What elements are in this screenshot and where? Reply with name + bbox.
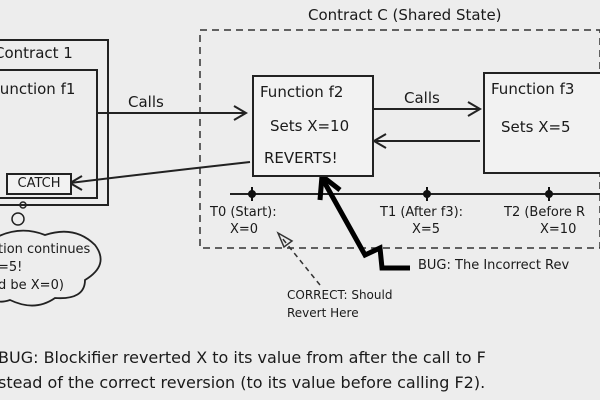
function-f1-title: Function f1 — [0, 80, 76, 98]
cloud-line-1: tion continues — [0, 242, 91, 257]
correct-note-line-1: CORRECT: Should — [287, 288, 393, 302]
f2-title: Function f2 — [260, 83, 344, 101]
timeline-t2-label: T2 (Before R — [504, 205, 586, 220]
bug-label: BUG: The Incorrect Rev — [418, 258, 570, 273]
function-f2-box: Function f2 Sets X=10 REVERTS! — [252, 75, 374, 177]
cloud-line-2: =5! — [0, 260, 23, 275]
catch-block: CATCH — [6, 173, 72, 195]
contract-1-box — [0, 39, 109, 206]
function-f3-box: Function f3 Sets X=5 — [483, 72, 600, 174]
f2-action: Sets X=10 — [270, 117, 350, 135]
calls-label-2: Calls — [404, 89, 440, 107]
f2-reverts: REVERTS! — [264, 149, 338, 167]
contract-c-boundary — [199, 29, 600, 249]
contract-1-title: Contract 1 — [0, 44, 73, 62]
timeline-t1-label: T1 (After f3): — [380, 205, 464, 220]
calls-label-1: Calls — [128, 93, 164, 111]
bug-lightning-arrow — [319, 176, 410, 271]
footer-line-2: stead of the correct reversion (to its v… — [0, 373, 486, 392]
timeline-t0-value: X=0 — [230, 222, 259, 237]
correct-note-line-2: Revert Here — [287, 306, 359, 320]
timeline-t0-label: T0 (Start): — [210, 205, 277, 220]
timeline-t2-value: X=10 — [540, 222, 577, 237]
f3-title: Function f3 — [491, 80, 575, 98]
timeline-t1-value: X=5 — [412, 222, 441, 237]
correct-dashed-arrow — [281, 237, 321, 286]
f3-action: Sets X=5 — [501, 118, 571, 136]
footer-line-1: BUG: Blockifier reverted X to its value … — [0, 348, 486, 367]
cloud-line-3: d be X=0) — [0, 278, 64, 293]
function-f1-box — [0, 69, 98, 199]
contract-c-title: Contract C (Shared State) — [308, 6, 502, 24]
revert-arrow-to-catch — [69, 161, 251, 184]
thought-cloud — [0, 229, 102, 307]
